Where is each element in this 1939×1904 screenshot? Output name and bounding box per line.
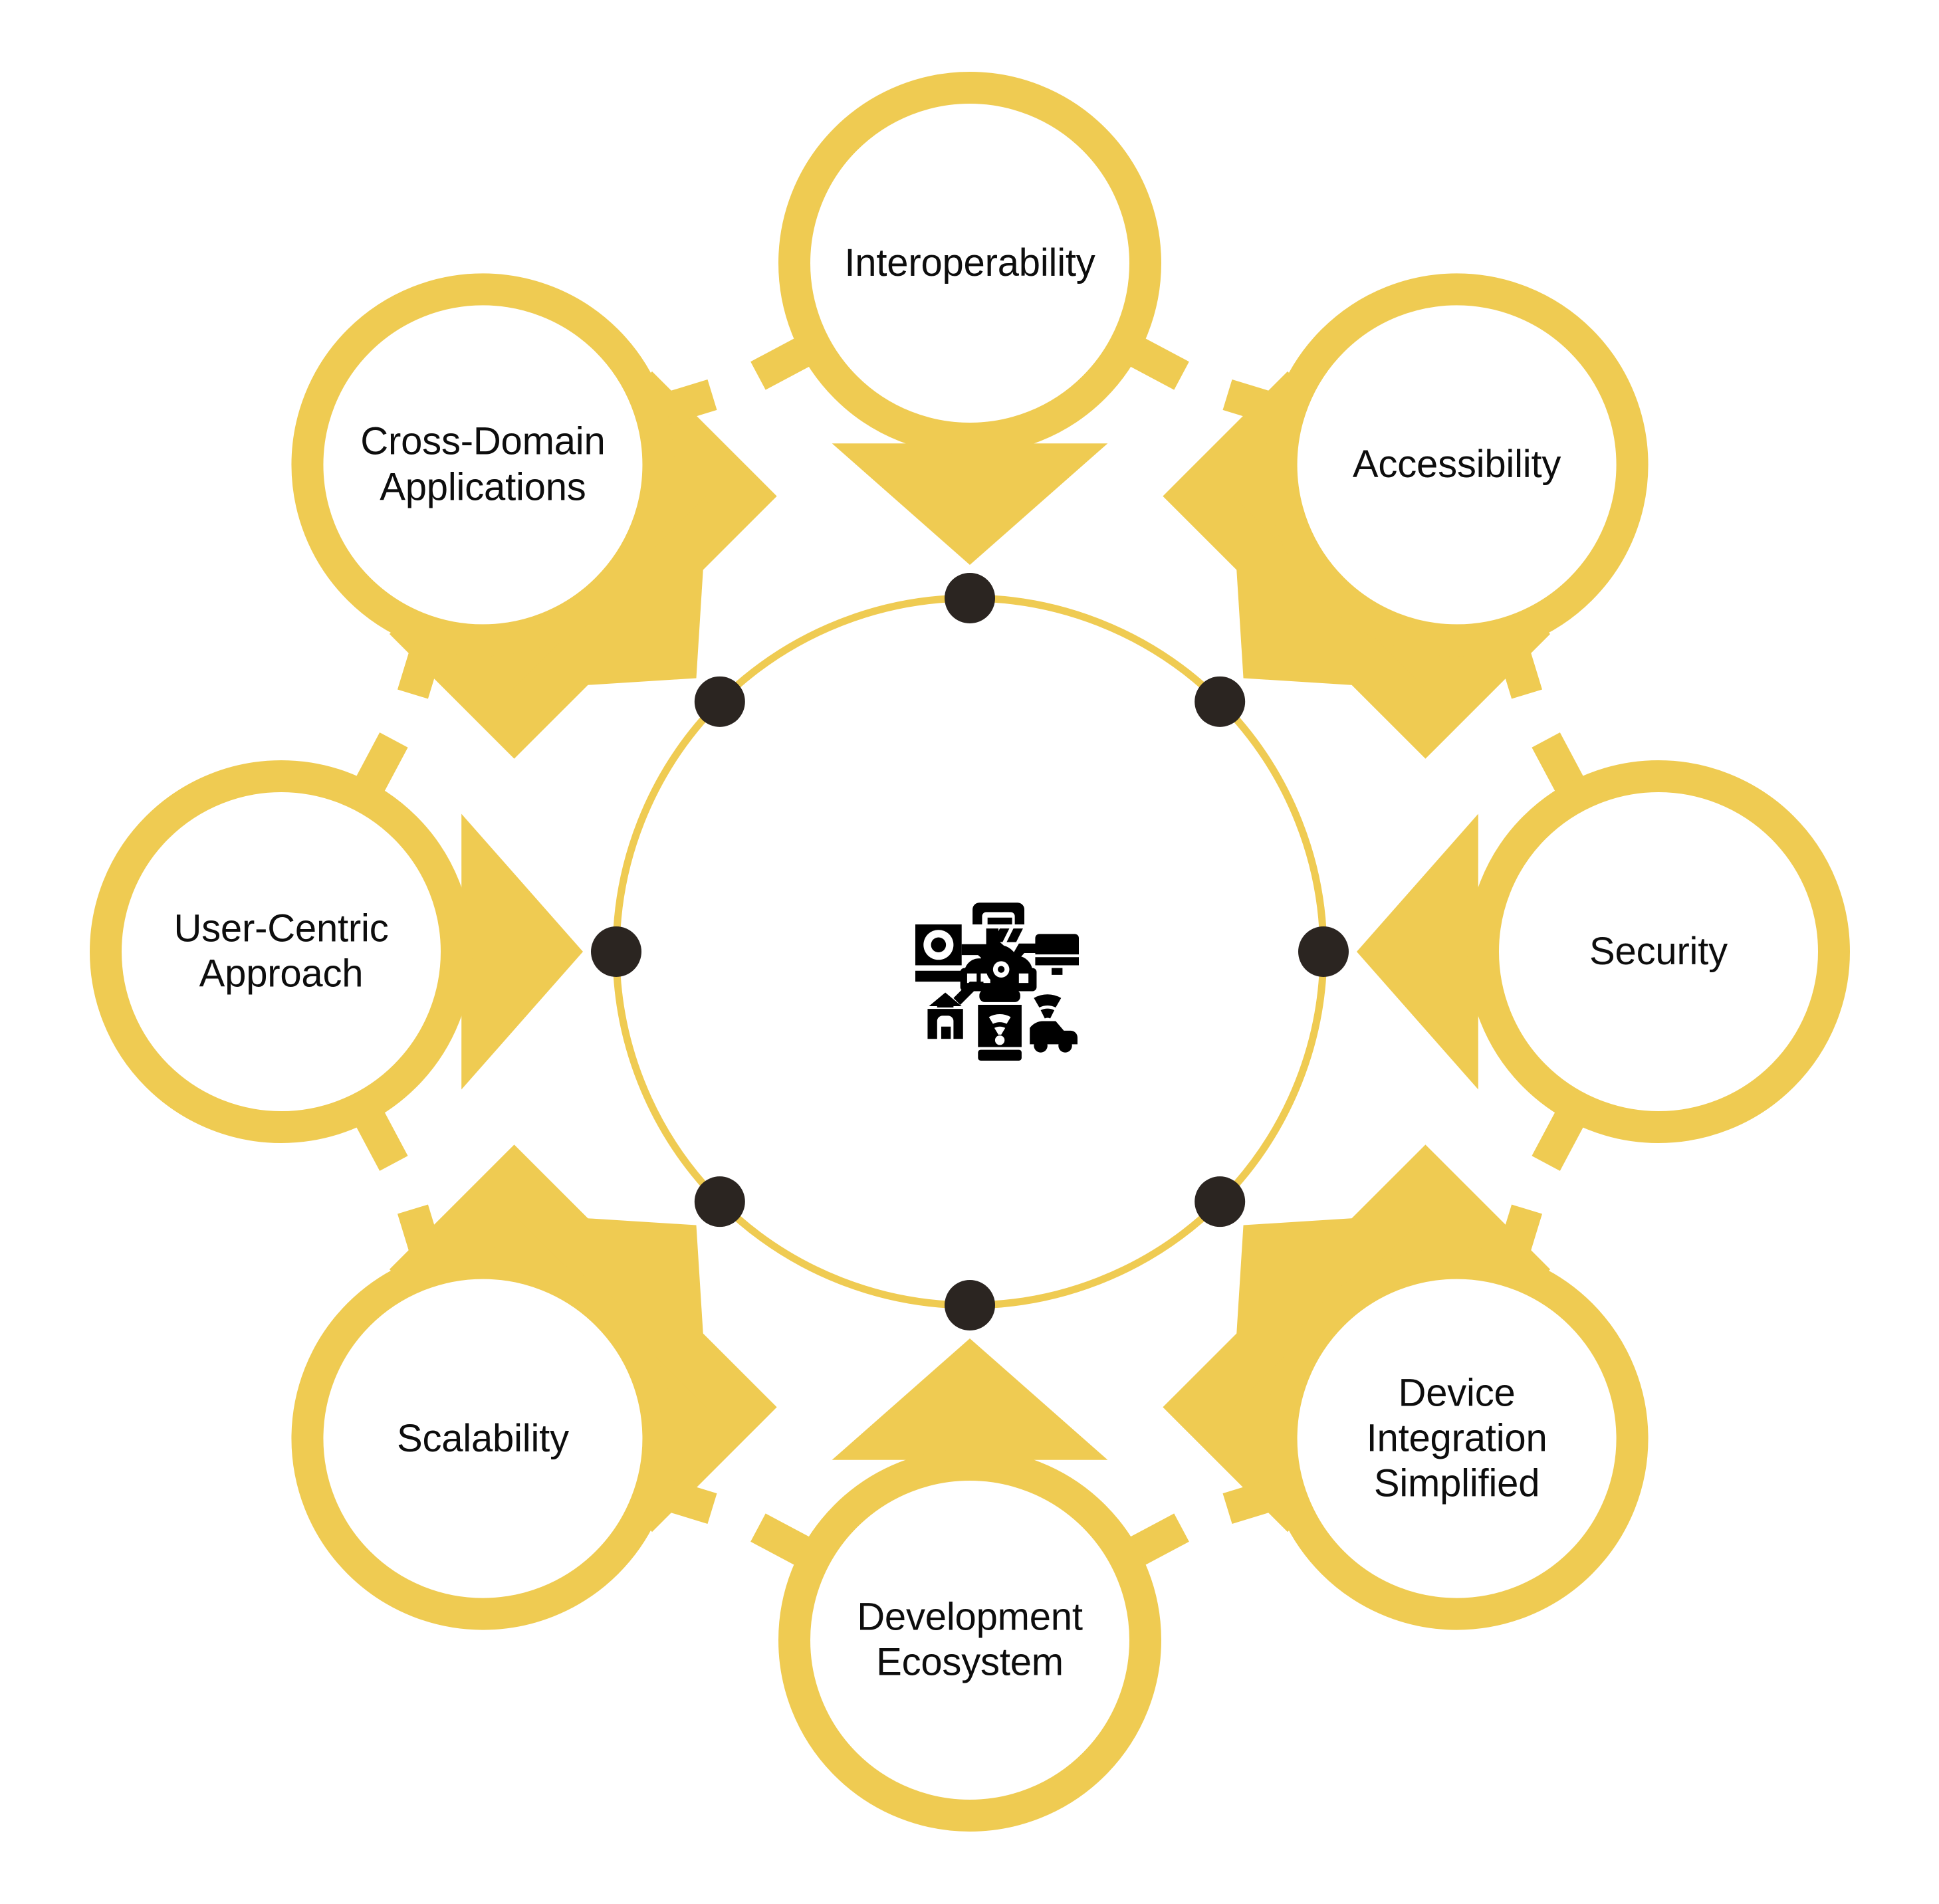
hub-node-dot-security[interactable]: [1298, 926, 1349, 977]
node-ring-cross-domain[interactable]: [291, 273, 675, 657]
hub-node-dot-user-centric[interactable]: [591, 926, 641, 977]
connector-arrow-development-ecosystem: [832, 1338, 1108, 1460]
node-ring-accessibility[interactable]: [1265, 273, 1649, 657]
connector-arrow-security: [1357, 813, 1478, 1090]
node-ring-scalability[interactable]: [291, 1247, 675, 1630]
hub-node-dot-interoperability[interactable]: [945, 573, 995, 623]
connector-arrow-interoperability: [832, 443, 1108, 565]
hub-node-dot-device-integration[interactable]: [1195, 1176, 1246, 1227]
hub-node-dot-scalability[interactable]: [694, 1176, 745, 1227]
outer-node-rings-group: [90, 72, 1850, 1832]
hub-ring-group: [591, 573, 1349, 1330]
node-ring-development-ecosystem[interactable]: [778, 1449, 1161, 1832]
hub-node-dot-cross-domain[interactable]: [694, 676, 745, 727]
connector-arrow-user-centric: [461, 813, 583, 1090]
node-ring-security[interactable]: [1467, 760, 1850, 1143]
iot-connected-devices-icon: [915, 902, 1079, 1061]
node-ring-device-integration[interactable]: [1265, 1247, 1649, 1630]
hub-node-dot-development-ecosystem[interactable]: [945, 1280, 995, 1330]
node-ring-interoperability[interactable]: [778, 72, 1161, 455]
node-ring-user-centric[interactable]: [90, 760, 473, 1143]
hub-node-dot-accessibility[interactable]: [1195, 676, 1246, 727]
